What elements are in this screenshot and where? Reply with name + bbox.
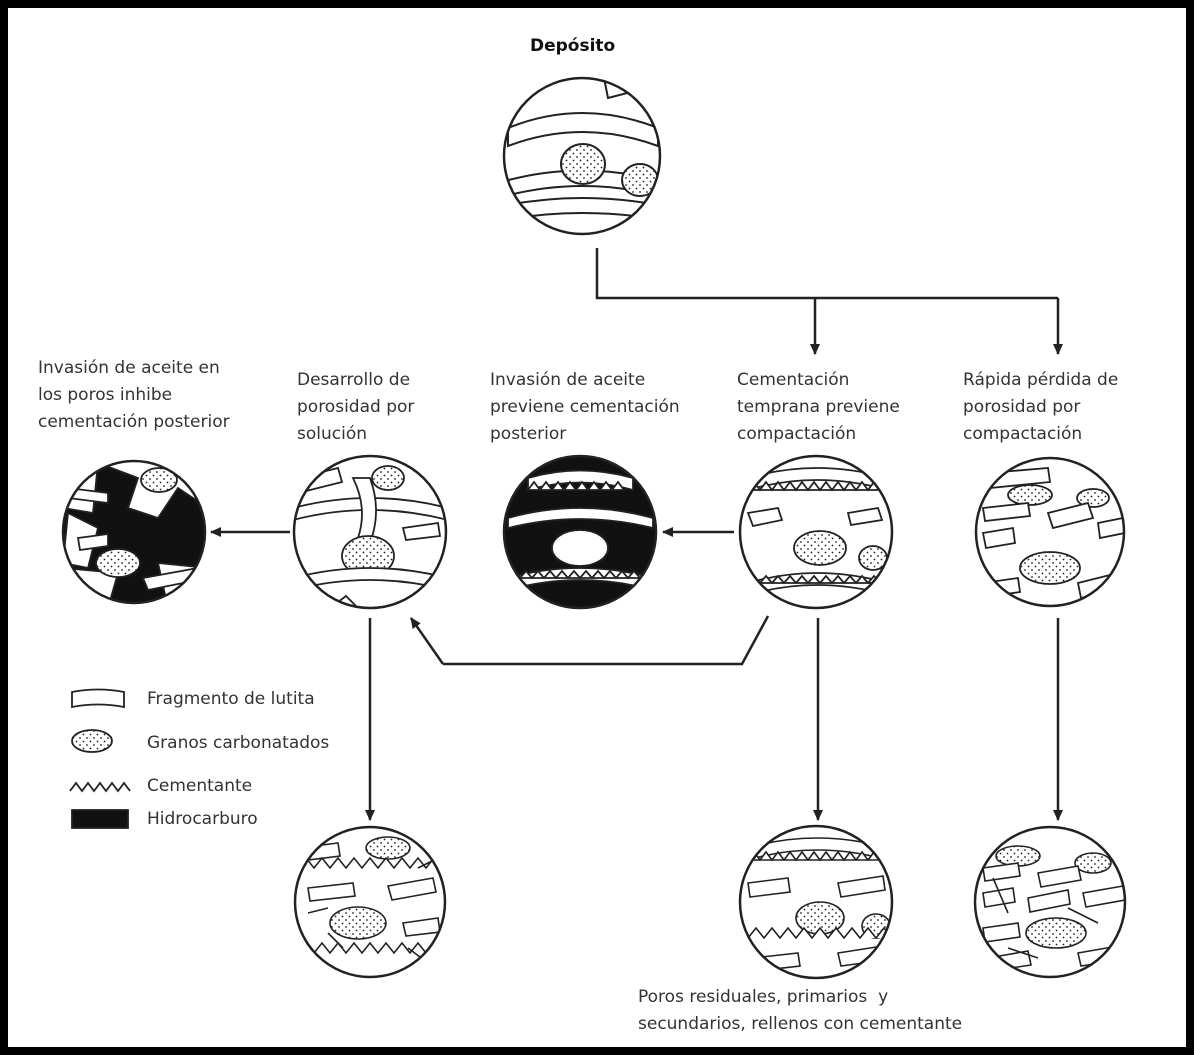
solution-porosity-circle (292, 454, 448, 610)
legend-symbols (69, 688, 131, 829)
diagenesis-diagram (61, 76, 1127, 980)
oil-prevents-circle (502, 454, 658, 610)
label-rapid-loss: Rápida pérdida de porosidad por compacta… (963, 370, 1119, 444)
label-early-cementation-text: Cementación temprana previene compactaci… (737, 370, 900, 444)
connector-lines (210, 248, 1063, 821)
cement-symbol (69, 781, 131, 793)
carbonate-grain-symbol (71, 729, 113, 753)
rapid-compaction-circle (974, 456, 1126, 608)
early-cementation-circle (738, 454, 894, 610)
hydrocarbon-symbol (71, 809, 129, 829)
label-residual-pores: Poros residuales, primarios y secundario… (638, 987, 963, 1034)
shale-fragment-symbol (71, 688, 125, 709)
solution-result-circle (293, 825, 447, 979)
deposit-title: Depósito (530, 36, 616, 56)
label-solution-porosity: Desarrollo de porosidad por solución (297, 370, 415, 444)
legend-label-cement: Cementante (147, 776, 253, 796)
diagram-frame: Depósito Invasión de aceite en los poros… (8, 8, 1186, 1047)
deposit-circle (502, 76, 662, 236)
compaction-result-circle (973, 825, 1127, 979)
label-oil-prevents: Invasión de aceite previene cementación … (490, 370, 680, 444)
oil-inhibits-circle (61, 459, 207, 605)
legend-label-shale: Fragmento de lutita (147, 689, 315, 709)
legend-label-grain: Granos carbonatados (147, 733, 330, 753)
residual-pores-circle (738, 824, 894, 980)
label-oil-inhibits: Invasión de aceite en los poros inhibe c… (38, 358, 230, 432)
legend-label-hydrocarbon: Hidrocarburo (147, 809, 258, 829)
